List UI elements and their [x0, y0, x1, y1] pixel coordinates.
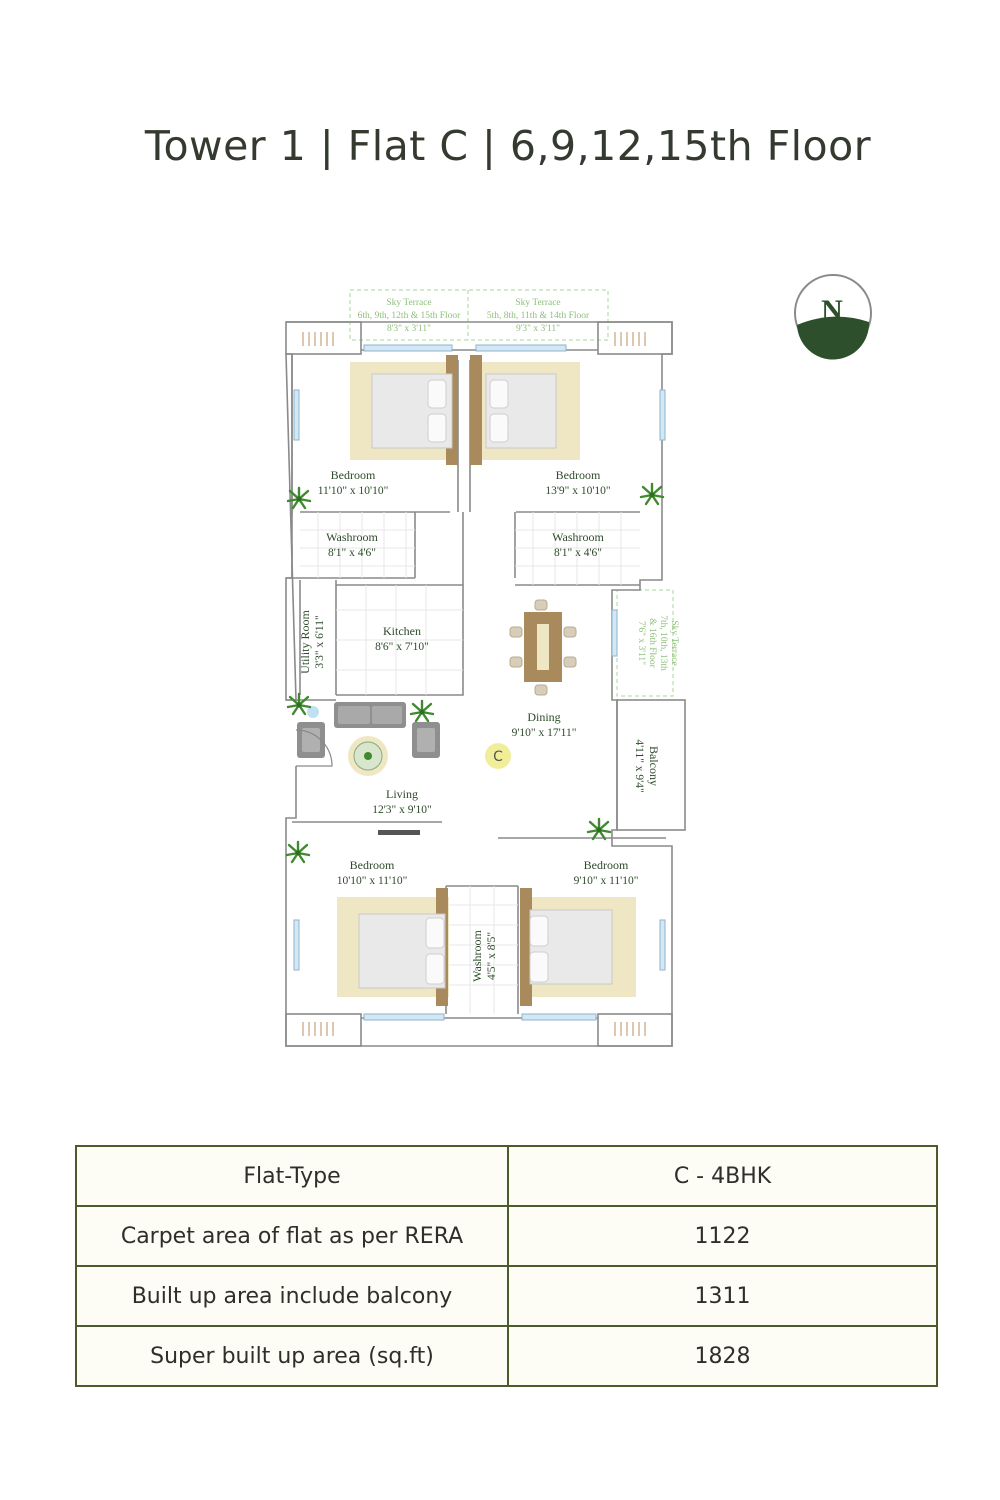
area-spec-table: Flat-Type C - 4BHK Carpet area of flat a…: [75, 1145, 938, 1387]
row-value: 1828: [507, 1325, 938, 1387]
terrace-east-size: 7'6" x 3'11": [636, 621, 646, 665]
terrace-left-size: 8'3" x 3'11": [387, 324, 431, 334]
washroom-s-name: Washroom: [470, 929, 484, 981]
compass-letter: N: [821, 294, 843, 327]
washroom-e-name: Washroom: [552, 530, 604, 544]
outer-walls: [285, 321, 686, 1047]
washroom-s-size: 4'5" x 8'5": [486, 932, 498, 980]
bedroom-sw-size: 10'10" x 11'10": [337, 875, 408, 887]
bed-ne: [470, 355, 580, 465]
utility-name: Utility Room: [298, 610, 312, 674]
balcony-name: Balcony: [647, 746, 661, 786]
row-label: Flat-Type: [75, 1145, 509, 1207]
sky-terrace-east: Sky Terrace 7th, 10th, 13th & 16th Floor…: [616, 589, 679, 697]
bedroom-se-size: 9'10" x 11'10": [574, 875, 639, 887]
entry-door: [295, 729, 333, 767]
row-value: 1122: [507, 1205, 938, 1267]
bed-se: [520, 888, 636, 1006]
north-compass-icon: N: [794, 274, 872, 360]
dining-name: Dining: [527, 710, 560, 724]
terrace-right-floors: 5th, 8th, 11th & 14th Floor: [487, 311, 590, 321]
bedroom-nw-size: 11'10" x 10'10": [318, 485, 389, 497]
page-title: Tower 1 | Flat C | 6,9,12,15th Floor: [144, 122, 872, 170]
terrace-right-size: 9'3" x 3'11": [516, 324, 560, 334]
dining-size: 9'10" x 17'11": [512, 727, 577, 739]
terrace-east-floors-a: 7th, 10th, 13th: [658, 615, 668, 671]
bedroom-ne-size: 13'9" x 10'10": [545, 485, 610, 497]
washroom-e-size: 8'1" x 4'6": [554, 547, 602, 559]
unit-marker: C: [485, 743, 511, 769]
living-name: Living: [386, 787, 418, 801]
washroom-w-name: Washroom: [326, 530, 378, 544]
bed-sw: [337, 888, 449, 1006]
floor-plan: Sky Terrace 6th, 9th, 12th & 15th Floor …: [285, 274, 872, 1047]
bed-nw: [350, 355, 458, 465]
terrace-left-name: Sky Terrace: [386, 298, 431, 308]
sky-terrace-top: Sky Terrace 6th, 9th, 12th & 15th Floor …: [349, 289, 609, 341]
dining-table: [509, 599, 577, 696]
kitchen-name: Kitchen: [383, 624, 421, 638]
bedroom-ne-name: Bedroom: [556, 468, 601, 482]
table-row: Super built up area (sq.ft) 1828: [75, 1325, 938, 1387]
terrace-east-floors-b: & 16th Floor: [647, 618, 657, 668]
table-row: Built up area include balcony 1311: [75, 1265, 938, 1327]
balcony-size: 4'11" x 9'4": [633, 739, 645, 792]
washroom-tiles: [300, 512, 640, 1014]
unit-marker-letter: C: [493, 749, 503, 765]
row-value: C - 4BHK: [507, 1145, 938, 1207]
terrace-left-floors: 6th, 9th, 12th & 15th Floor: [358, 311, 461, 321]
kitchen-size: 8'6" x 7'10": [375, 641, 429, 653]
room-labels: Bedroom 11'10" x 10'10" Bedroom 13'9" x …: [298, 468, 661, 982]
row-label: Carpet area of flat as per RERA: [75, 1205, 509, 1267]
living-size: 12'3" x 9'10": [372, 804, 432, 816]
bedroom-se-name: Bedroom: [584, 858, 629, 872]
terrace-right-name: Sky Terrace: [515, 298, 560, 308]
terrace-east-name: Sky Terrace: [669, 620, 679, 665]
windows: [293, 344, 666, 1021]
row-label: Super built up area (sq.ft): [75, 1325, 509, 1387]
utility-size: 3'3" x 6'11": [314, 615, 326, 668]
row-value: 1311: [507, 1265, 938, 1327]
row-label: Built up area include balcony: [75, 1265, 509, 1327]
bedroom-nw-name: Bedroom: [331, 468, 376, 482]
table-row: Carpet area of flat as per RERA 1122: [75, 1205, 938, 1267]
terrace-railings: [302, 332, 646, 1036]
washroom-w-size: 8'1" x 4'6": [328, 547, 376, 559]
table-row: Flat-Type C - 4BHK: [75, 1145, 938, 1207]
bedroom-sw-name: Bedroom: [350, 858, 395, 872]
